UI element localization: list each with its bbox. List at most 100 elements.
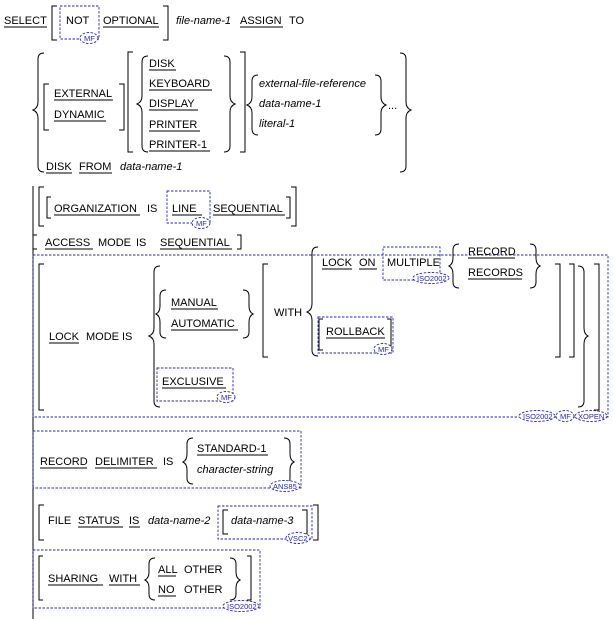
access-mode-keyword: MODE [98,237,131,249]
other2-keyword: OTHER [184,584,223,596]
mf-annotation-box-rollback [317,316,394,354]
record-brace-right [529,243,542,289]
iso2002-annotation-box-multiple [382,246,441,281]
mf-annotation-box-exclusive [156,367,234,402]
exclusive-keyword: EXCLUSIVE [162,376,224,388]
iso2002-tag-sharing: ISO2002 [227,602,257,611]
vsc2-tag: VSC2 [288,534,308,543]
data-name-2: data-name-2 [148,515,210,527]
record-keyword: RECORD [468,246,516,258]
records-keyword: RECORDS [468,267,523,279]
device-printer: PRINTER [149,119,197,131]
lock-brace-left [147,265,161,408]
device-bracket-left [127,51,133,153]
device-brace-right [223,55,237,153]
status-keyword: STATUS [78,515,120,527]
access-bracket-right [237,234,242,250]
literal-1: literal-1 [259,118,295,130]
organization-bracket-right [291,186,297,227]
data-name-3: data-name-3 [231,515,294,527]
device-keyboard: KEYBOARD [149,78,210,90]
with-brace-left [305,246,319,357]
lock-on-lock-keyword: LOCK [322,257,353,269]
mf-tag-line: MF [196,219,207,228]
file-keyword: FILE [48,515,71,527]
vsc2-annotation-box [217,505,313,540]
mf-tag-exclusive: MF [221,393,232,402]
character-string: character-string [197,464,274,476]
organization-sequential-keyword: SEQUENTIAL [213,203,283,215]
all-keyword: ALL [158,564,178,576]
sharing-brace-right [229,557,242,601]
access-bracket-left [32,234,37,250]
iso2002-tag-lock: ISO2002 [523,412,553,421]
external-keyword: EXTERNAL [54,88,112,100]
disk-keyword: DISK [46,161,72,173]
record-delimiter-is-keyword: IS [163,456,173,468]
organization-inner-bracket-right [286,196,291,219]
with-bracket-left [262,263,268,358]
organization-bracket-left [38,186,44,227]
organization-keyword: ORGANIZATION [54,203,137,215]
data-name-3-bracket-left [222,509,228,535]
file-status-bracket-left [38,504,44,541]
external-dynamic-bracket-left [43,83,49,131]
ans85-tag: ANS85 [273,482,297,491]
access-sequential-keyword: SEQUENTIAL [160,237,230,249]
automatic-keyword: AUTOMATIC [171,318,235,330]
optional-group-bracket-left [51,5,57,41]
lock-is-keyword: IS [122,331,132,343]
record-delimiter-record-keyword: RECORD [40,456,88,468]
disk-from-data-name: data-name-1 [120,161,182,173]
lock-outer-brace-right [577,265,590,408]
iso2002-annotation-box-sharing [32,549,261,609]
xopen-tag-lock: XOPEN [578,412,604,421]
lock-outer-bracket-right [594,263,600,411]
device-printer-1: PRINTER-1 [149,139,207,151]
repeat-ellipsis: ... [388,100,397,112]
multiple-keyword: MULTIPLE [387,257,440,269]
device-display: DISPLAY [149,98,195,110]
rollback-keyword: ROLLBACK [326,326,385,338]
sharing-bracket-left [38,555,43,601]
file-status-is-keyword: IS [129,515,139,527]
device-brace-left [135,55,149,153]
device-disk: DISK [149,58,175,70]
sharing-keyword: SHARING [48,573,98,585]
not-keyword: NOT [66,15,90,27]
device-bracket-right [240,51,246,153]
delimiter-keyword: DELIMITER [95,456,154,468]
sharing-brace-left [143,557,156,601]
file-name-1: file-name-1 [176,15,231,27]
assign-keyword: ASSIGN [240,15,282,27]
data-name-1: data-name-1 [259,98,321,110]
ans85-annotation-box [32,430,302,489]
to-keyword: TO [289,15,305,27]
file-status-bracket-right [313,504,319,541]
standard-1-keyword: STANDARD-1 [197,443,266,455]
assign-brace-right [399,52,413,173]
mf-tag: MF [84,34,95,43]
external-dynamic-bracket-right [119,83,125,131]
external-file-reference: external-file-reference [259,78,366,90]
with-bracket-right-inner [555,263,561,358]
manual-automatic-brace-left [154,289,167,339]
mf-annotation-box-line [166,190,211,224]
record-brace-left [447,243,460,289]
manual-automatic-brace-right [242,289,255,339]
with-keyword: WITH [274,307,302,319]
lock-outer-bracket-left [38,263,44,411]
with-bracket-right-outer [569,263,575,358]
sharing-bracket-right [247,555,252,601]
delimiter-brace-left [181,437,194,485]
reference-brace-right [374,74,388,136]
mf-tag-rollback: MF [378,345,389,354]
iso2002-tag-multiple: ISO2002 [417,274,447,283]
organization-is-keyword: IS [147,203,157,215]
rollback-bracket-left [318,318,323,351]
reference-brace-left [245,74,259,136]
mf-tag-lock: MF [560,412,571,421]
optional-group-bracket-right [163,5,169,41]
optional-keyword: OPTIONAL [103,15,159,27]
access-keyword: ACCESS [45,237,90,249]
